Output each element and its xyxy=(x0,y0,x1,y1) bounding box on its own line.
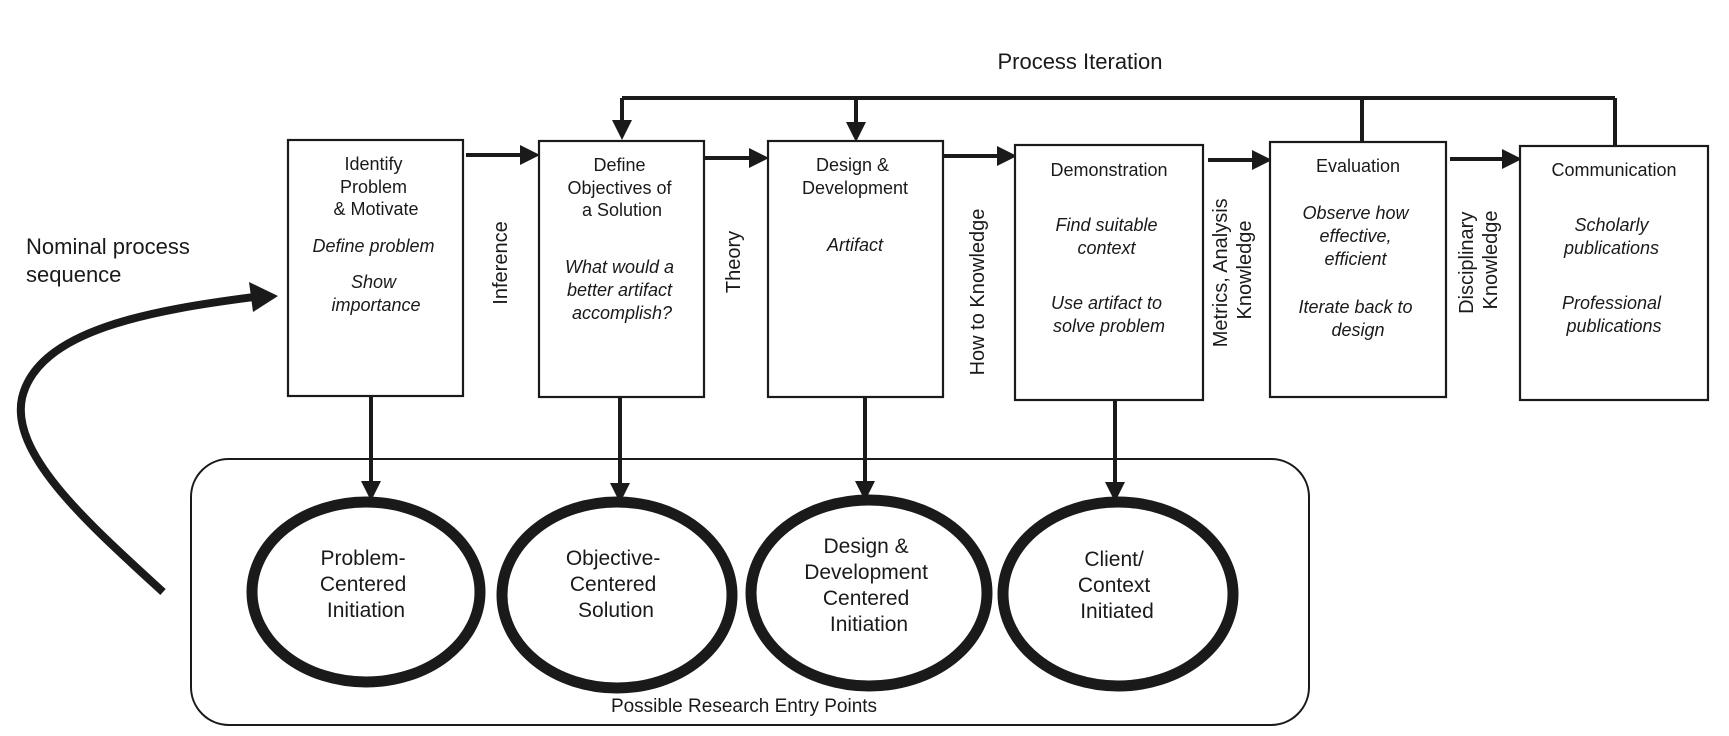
box-design-notes: Artifact xyxy=(826,235,884,255)
box-objectives-notes: What would a better artifact accomplish? xyxy=(565,257,679,323)
box-demonstration-notes: Find suitable context Use artifact to so… xyxy=(1051,215,1167,336)
oval-objective-centered xyxy=(496,496,738,694)
box-communication-title: Communication xyxy=(1551,160,1676,180)
entry-points-container xyxy=(190,458,1310,726)
process-boxes xyxy=(286,138,1710,402)
box-demonstration xyxy=(1013,143,1205,402)
connector-disciplinary-knowledge-label: Disciplinary Knowledge xyxy=(1456,206,1502,314)
box-evaluation-title: Evaluation xyxy=(1316,156,1400,176)
connector-metrics-analysis-knowledge-label: Metrics, Analysis Knowledge xyxy=(1210,193,1256,348)
oval-problem-centered xyxy=(246,496,486,688)
connector-theory-label: Theory xyxy=(723,231,745,293)
nominal-sequence-arrowhead xyxy=(249,282,278,312)
box-evaluation-notes: Observe how effective, efficient Iterate… xyxy=(1298,203,1417,340)
connector-how-to-knowledge-label: How to Knowledge xyxy=(967,209,989,376)
entry-arrows xyxy=(361,397,1125,503)
entry-ovals xyxy=(246,494,1239,694)
oval-design-centered xyxy=(745,494,993,692)
box-evaluation xyxy=(1268,140,1448,399)
sequence-arrows xyxy=(466,145,1522,170)
connector-inference-label: Inference xyxy=(490,221,512,304)
box-communication xyxy=(1518,144,1710,402)
entry-points-label: Possible Research Entry Points xyxy=(611,696,877,717)
box-communication-notes: Scholarly publications Professional publ… xyxy=(1562,215,1666,336)
oval-problem-centered-label: Problem- Centered Initiation xyxy=(320,547,412,622)
oval-objective-centered-label: Objective- Centered Solution xyxy=(566,547,666,622)
process-iteration-label: Process Iteration xyxy=(997,49,1162,74)
oval-client-context xyxy=(997,496,1239,692)
oval-client-context-label: Client/ Context Initiated xyxy=(1078,548,1156,623)
box-identify xyxy=(286,138,465,398)
box-objectives-title: Define Objectives of a Solution xyxy=(567,155,676,220)
box-design-title: Design & Development xyxy=(802,155,908,198)
nominal-sequence-label: Nominal process sequence xyxy=(26,234,196,287)
nominal-sequence-curve xyxy=(16,292,263,595)
process-iteration-loop xyxy=(612,96,1617,146)
box-demonstration-title: Demonstration xyxy=(1050,160,1167,180)
box-design xyxy=(766,139,945,399)
oval-design-centered-label: Design & Development Centered Initiation xyxy=(804,535,934,636)
box-identify-notes: Define problem Show importance xyxy=(312,236,439,315)
box-objectives xyxy=(537,139,706,399)
box-identify-title: Identify Problem & Motivate xyxy=(333,154,418,219)
